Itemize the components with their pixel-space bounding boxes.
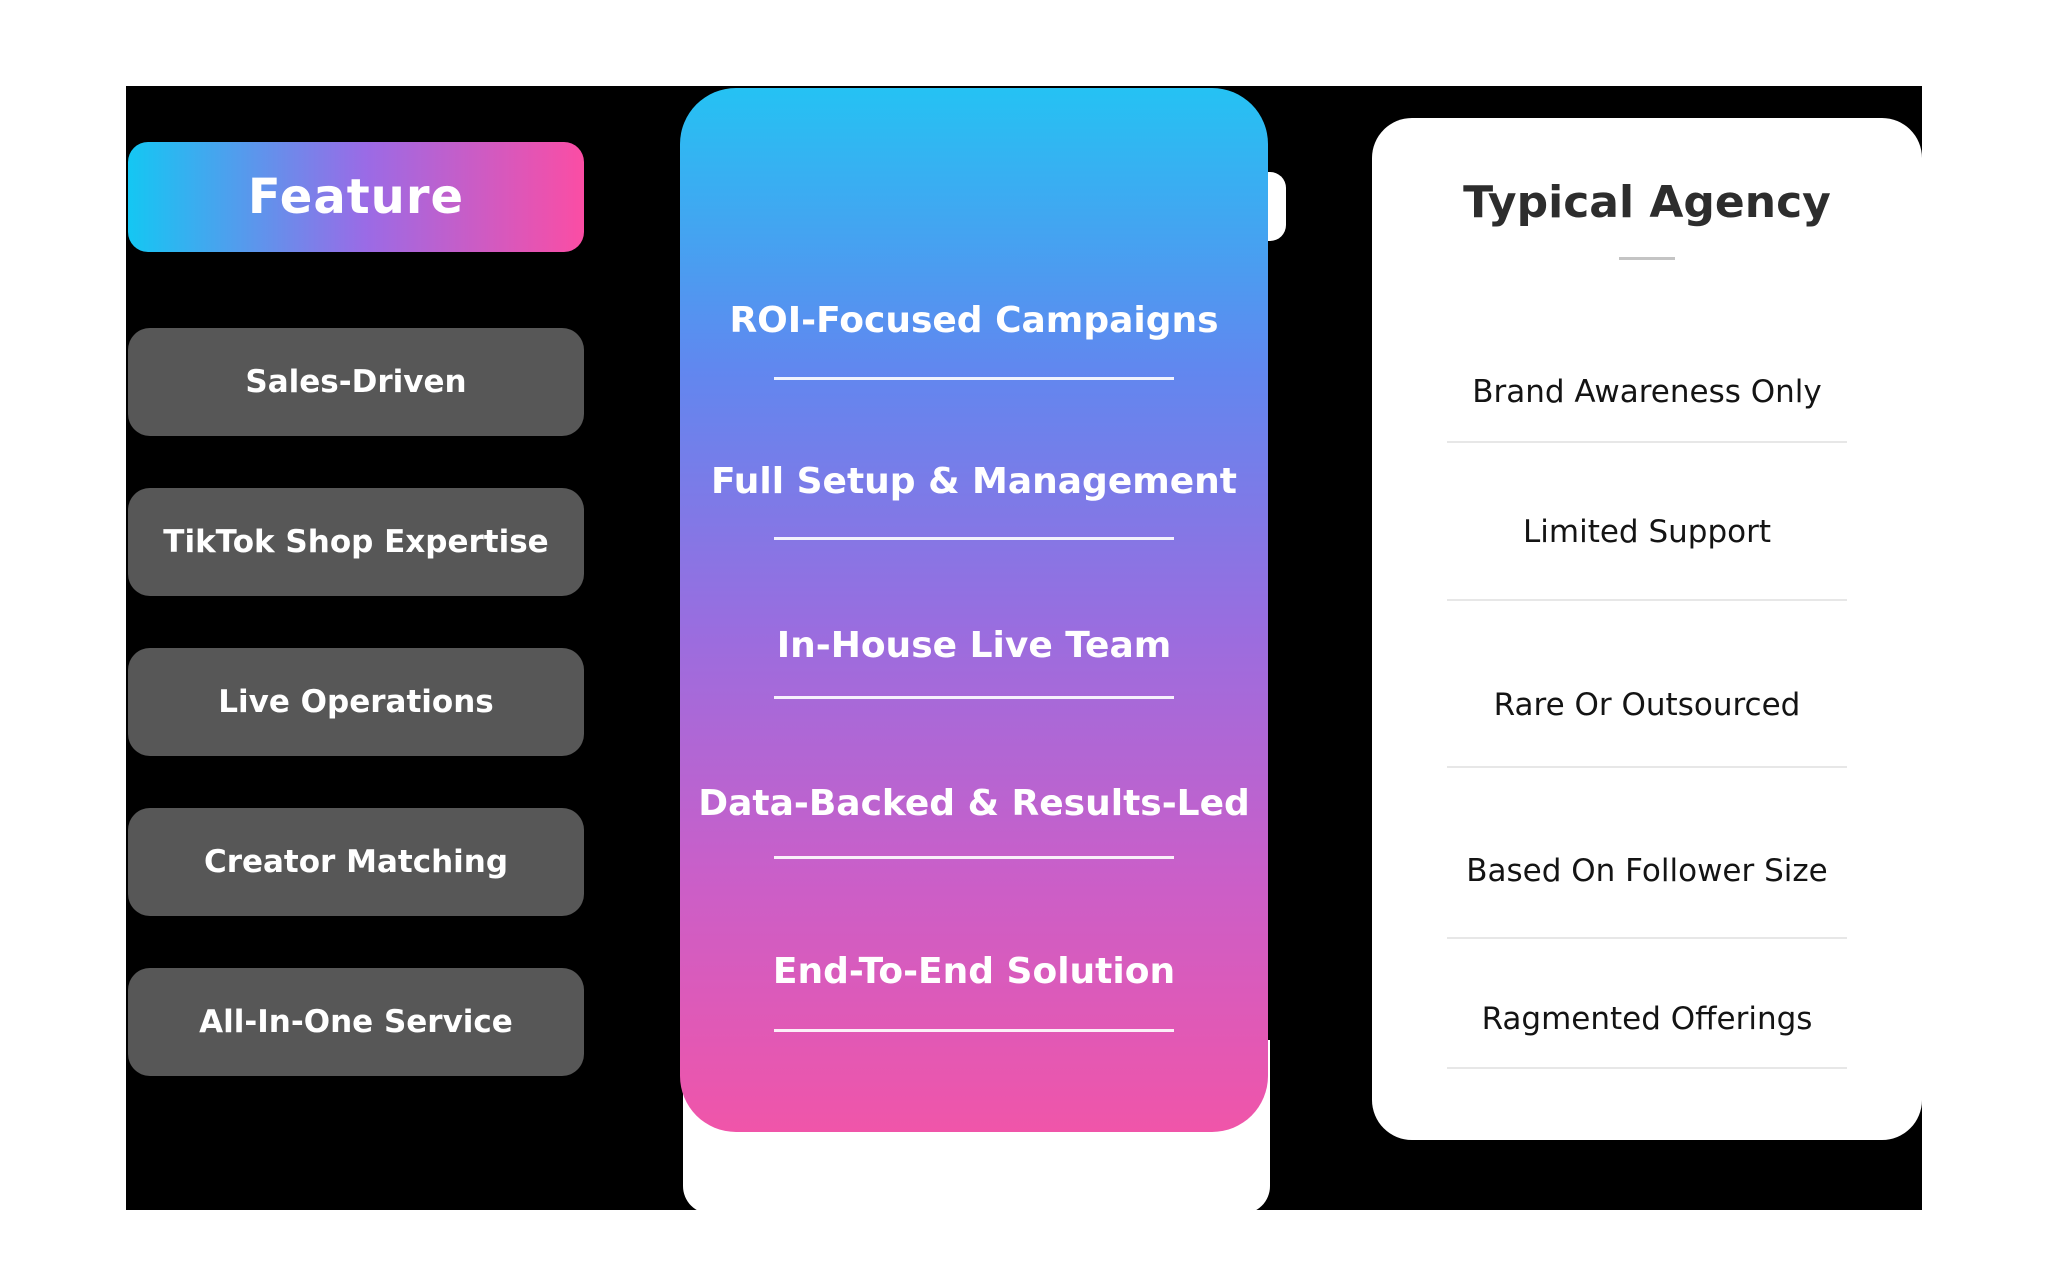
item-separator [1447,1067,1847,1069]
agency-item-label: Brand Awareness Only [1472,374,1822,410]
agency-item-label: Limited Support [1523,514,1771,550]
row-underline [774,1029,1174,1032]
feature-item-tiktok-shop-expertise: TikTok Shop Expertise [128,488,584,596]
agency-card-title: Typical Agency [1463,176,1831,228]
feature-item-label: Creator Matching [203,844,509,880]
feature-item-sales-driven: Sales-Driven [128,328,584,436]
highlight-item-label: In-House Live Team [776,624,1172,666]
feature-item-label: All-In-One Service [199,1004,513,1040]
item-separator [1447,766,1847,768]
row-underline [774,696,1174,699]
agency-item-label: Based On Follower Size [1466,853,1828,889]
feature-item-label: TikTok Shop Expertise [163,524,549,560]
feature-header-chip: Feature [128,142,584,252]
agency-card: Typical Agency Brand Awareness Only Limi… [1372,118,1922,1140]
title-divider [1619,257,1675,260]
row-underline [774,537,1174,540]
feature-item-live-operations: Live Operations [128,648,584,756]
highlight-item-label: ROI-Focused Campaigns [729,299,1219,341]
feature-item-creator-matching: Creator Matching [128,808,584,916]
row-underline [774,856,1174,859]
row-underline [774,377,1174,380]
feature-header-label: Feature [247,169,465,225]
item-separator [1447,441,1847,443]
feature-item-label: Sales-Driven [245,364,467,400]
item-separator [1447,599,1847,601]
highlight-item-label: Data-Backed & Results-Led [698,782,1250,824]
item-separator [1447,937,1847,939]
highlight-item-label: End-To-End Solution [772,950,1176,992]
highlight-panel: ROI-Focused Campaigns Full Setup & Manag… [680,88,1268,1132]
agency-item-label: Rare Or Outsourced [1493,687,1801,723]
feature-item-all-in-one-service: All-In-One Service [128,968,584,1076]
feature-item-label: Live Operations [218,684,494,720]
highlight-item-label: Full Setup & Management [710,460,1238,502]
agency-item-label: Ragmented Offerings [1481,1001,1813,1037]
